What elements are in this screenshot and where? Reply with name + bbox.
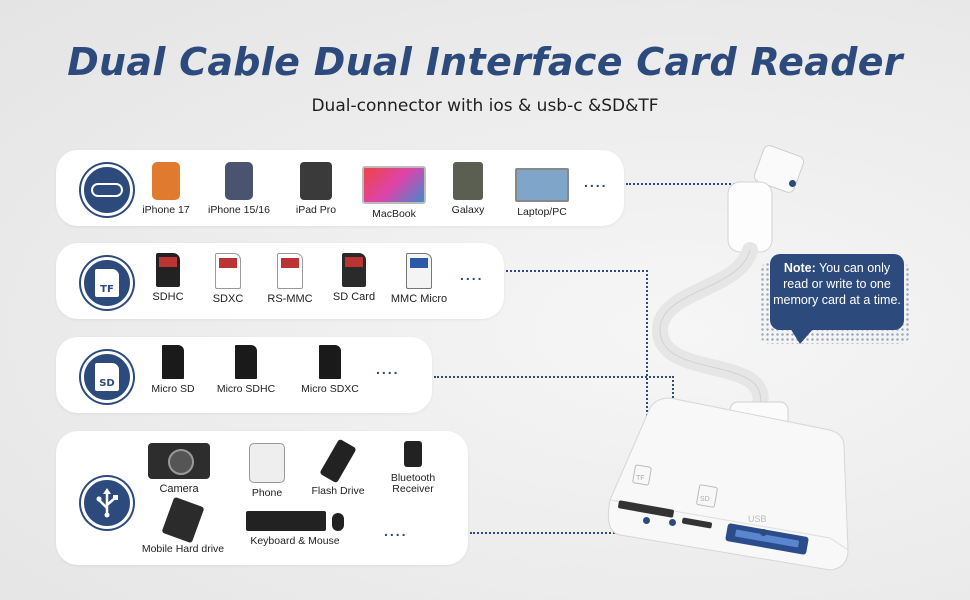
- adapter-sd-text: SD: [700, 496, 710, 503]
- usbc-devices-card: iPhone 17 iPhone 15/16 iPad Pro MacBook …: [56, 150, 624, 226]
- usb-trident-icon: [96, 488, 118, 518]
- device-iphone17: iPhone 17: [140, 162, 192, 216]
- rsmmc-card-image: [277, 253, 303, 289]
- device-label: Galaxy: [451, 204, 485, 216]
- card-reader-adapter: TF SD USB: [607, 145, 849, 571]
- device-macbook: MacBook: [362, 162, 426, 220]
- card-label: RS-MMC: [267, 293, 313, 305]
- more-indicator: ....: [460, 267, 484, 283]
- usb-c-port-icon: [81, 164, 133, 216]
- card-label: Micro SDXC: [301, 383, 359, 395]
- adapter-usb-text: USB: [748, 514, 767, 524]
- mmc-card-image: [406, 253, 432, 289]
- sd-card-icon: SD: [81, 351, 133, 403]
- device-label: Mobile Hard drive: [141, 543, 225, 555]
- card-rs-mmc: RS-MMC: [262, 253, 318, 305]
- sd-slot-label: SD: [696, 484, 718, 508]
- device-iphone15-16: iPhone 15/16: [206, 162, 272, 216]
- device-phone: Phone: [242, 443, 292, 499]
- sdxc-card-image: [215, 253, 241, 289]
- device-camera: Camera: [144, 443, 214, 495]
- page-title: Dual Cable Dual Interface Card Reader: [67, 40, 903, 84]
- microsdxc-card-image: [319, 345, 341, 379]
- device-label: iPhone 17: [142, 204, 190, 216]
- connector-dot-tf: [643, 517, 650, 524]
- card-label: MMC Micro: [390, 293, 448, 305]
- card-label: Micro SDHC: [216, 383, 276, 395]
- card-micro-sdxc: Micro SDXC: [300, 345, 360, 395]
- connector-dot-usb: [760, 529, 767, 536]
- device-label: iPad Pro: [295, 204, 337, 216]
- card-label: SD Card: [332, 291, 376, 303]
- device-mobile-hard-drive: Mobile Hard drive: [138, 496, 228, 555]
- device-flash-drive: Flash Drive: [308, 438, 368, 497]
- device-label: MacBook: [372, 208, 416, 220]
- device-label: iPhone 15/16: [208, 204, 270, 216]
- device-keyboard-mouse: Keyboard & Mouse: [240, 511, 350, 547]
- mouse-image: [332, 513, 344, 531]
- device-ipad-pro: iPad Pro: [290, 162, 342, 216]
- card-sdhc: SDHC: [144, 253, 192, 303]
- note-bubble: Note: You can only read or write to one …: [770, 254, 904, 330]
- device-label: Laptop/PC: [517, 206, 567, 218]
- device-bluetooth-receiver: Bluetooth Receiver: [378, 441, 448, 495]
- device-label: Bluetooth Receiver: [390, 472, 436, 495]
- adapter-tf-text: TF: [636, 475, 645, 482]
- connector-dot-usbc: [789, 180, 796, 187]
- usb-devices-card: Camera Phone Flash Drive Bluetooth Recei…: [56, 431, 468, 565]
- connector-dot-sd: [669, 519, 676, 526]
- sdhc-card-image: [156, 253, 180, 287]
- sd-card-image: [342, 253, 366, 287]
- note-bubble-tail: [790, 328, 814, 344]
- note-label: Note:: [783, 261, 816, 275]
- card-label: SDXC: [212, 293, 244, 305]
- usb-icon: [81, 477, 133, 529]
- device-label: Camera: [159, 483, 199, 495]
- adapter-cable: [651, 242, 769, 413]
- adapter-body: [607, 397, 849, 571]
- card-micro-sdhc: Micro SDHC: [216, 345, 276, 395]
- card-sd-card: SD Card: [326, 253, 382, 303]
- card-sdxc: SDXC: [204, 253, 252, 305]
- device-label: Keyboard & Mouse: [250, 535, 340, 547]
- connector-line-usbc: [626, 183, 791, 185]
- microsd-card-image: [162, 345, 184, 379]
- connector-line-tf-down: [646, 270, 648, 520]
- note-text: You can only read or write to one memory…: [773, 261, 901, 307]
- tf-badge-label: TF: [95, 269, 119, 297]
- more-indicator: ....: [384, 523, 408, 539]
- device-label: Flash Drive: [311, 485, 365, 497]
- card-micro-sd: Micro SD: [148, 345, 198, 395]
- tf-slot-label: TF: [632, 464, 652, 486]
- device-label: Phone: [251, 487, 283, 499]
- microsdhc-card-image: [235, 345, 257, 379]
- card-label: Micro SD: [151, 383, 195, 395]
- device-galaxy: Galaxy: [442, 162, 494, 216]
- connector-line-sd: [434, 376, 674, 378]
- sd-cards-card: SD Micro SD Micro SDHC Micro SDXC ....: [56, 337, 432, 413]
- card-label: SDHC: [152, 291, 184, 303]
- keyboard-image: [246, 511, 326, 531]
- card-mmc-micro: MMC Micro: [390, 253, 448, 305]
- tf-cards-card: TF SDHC SDXC RS-MMC SD Card MMC Micro ..…: [56, 243, 504, 319]
- more-indicator: ....: [376, 361, 400, 377]
- page-subtitle: Dual-connector with ios & usb-c &SD&TF: [311, 96, 659, 116]
- sd-badge-label: SD: [95, 363, 119, 391]
- device-laptop-pc: Laptop/PC: [510, 162, 574, 218]
- adapter-plug: [727, 145, 805, 253]
- tf-card-icon: TF: [81, 257, 133, 309]
- connector-line-tf: [506, 270, 648, 272]
- more-indicator: ....: [584, 174, 608, 190]
